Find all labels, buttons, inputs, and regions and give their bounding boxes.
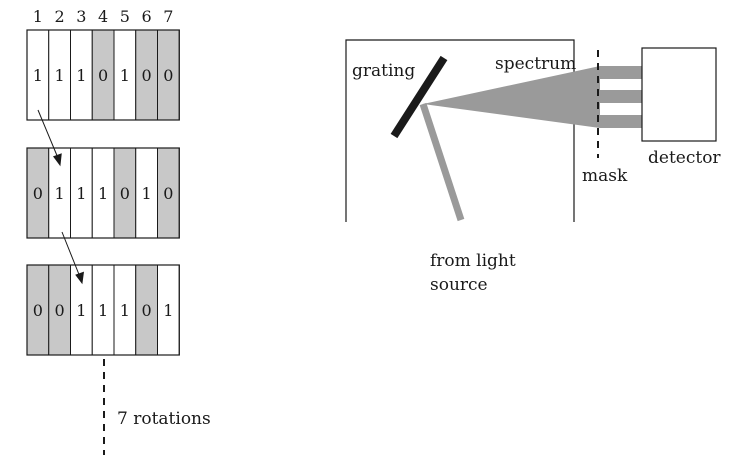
- spectrometer-enclosure: [345, 39, 575, 222]
- spectrum-label: spectrum: [495, 54, 576, 74]
- mask-cell-value: 1: [55, 184, 65, 203]
- grating: [390, 55, 448, 139]
- column-number-1: 1: [33, 7, 43, 26]
- mask-cell-value: 0: [33, 184, 43, 203]
- mask-cell-value: 1: [120, 66, 130, 85]
- column-number-7: 7: [163, 7, 173, 26]
- source-label-line1: from light: [430, 251, 516, 271]
- detector-box: [641, 47, 717, 142]
- mask-cell-value: 0: [98, 66, 108, 85]
- mask-cell-value: 0: [142, 301, 152, 320]
- column-number-5: 5: [120, 7, 130, 26]
- rotation-arrow-1: [37, 109, 59, 159]
- mask-cell-value: 1: [33, 66, 43, 85]
- spectrum-band-2: [600, 90, 642, 103]
- column-number-6: 6: [142, 7, 152, 26]
- mask-cell-value: 1: [120, 301, 130, 320]
- spectrum-band-1: [600, 66, 642, 79]
- mask-cell-value: 1: [76, 184, 86, 203]
- column-number-3: 3: [76, 7, 86, 26]
- spectrum-fan: [423, 66, 600, 128]
- detector-label: detector: [648, 148, 721, 168]
- spectrum-band-3: [600, 115, 642, 128]
- mask-cell-value: 0: [33, 301, 43, 320]
- mask-cell-value: 1: [55, 66, 65, 85]
- mask-cell-value: 1: [76, 301, 86, 320]
- mask-cell-value: 0: [120, 184, 130, 203]
- mask-row-border: [26, 147, 180, 239]
- mask-cell-value: 1: [142, 184, 152, 203]
- rotation-label: 7 rotations: [117, 409, 211, 429]
- mask-cell-value: 1: [163, 301, 173, 320]
- mask-row-border: [26, 29, 180, 121]
- grating-label: grating: [352, 61, 415, 81]
- column-number-2: 2: [55, 7, 65, 26]
- mask-cell-value: 1: [98, 184, 108, 203]
- mask-cell-value: 0: [55, 301, 65, 320]
- rotation-arrows: [37, 109, 85, 285]
- mask-row-border: [26, 264, 180, 356]
- mask-label: mask: [582, 166, 628, 186]
- rotation-arrow-2: [61, 231, 81, 278]
- incoming-light-beam: [419, 102, 465, 222]
- source-label-line2: source: [430, 275, 488, 295]
- mask-cell-value: 0: [163, 184, 173, 203]
- mask-cell-value: 0: [142, 66, 152, 85]
- mask-cell-value: 1: [76, 66, 86, 85]
- column-number-4: 4: [98, 7, 108, 26]
- mask-cell-value: 0: [163, 66, 173, 85]
- rotation-arrow-2-head: [75, 271, 85, 285]
- mask-cell-value: 1: [98, 301, 108, 320]
- rotation-arrow-1-head: [52, 153, 62, 167]
